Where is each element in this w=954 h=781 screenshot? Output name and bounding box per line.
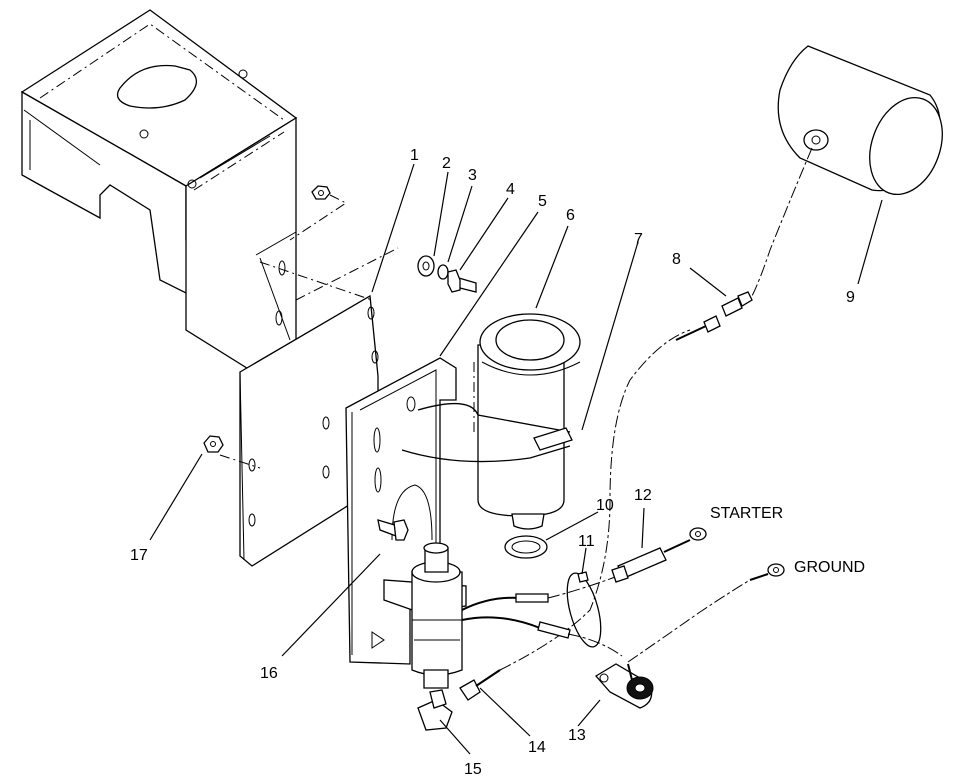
callout-6: 6 — [566, 207, 575, 224]
ground-wire — [627, 563, 785, 663]
callout-13: 13 — [568, 727, 586, 744]
fuel-filter — [473, 313, 581, 530]
fuel-tank — [751, 45, 943, 297]
callout-16: 16 — [260, 665, 278, 682]
hose-fitting — [721, 291, 753, 317]
callout-2: 2 — [442, 155, 451, 172]
wire-tie — [566, 571, 602, 648]
elbow-fitting — [417, 689, 453, 731]
lock-washer — [437, 264, 449, 280]
ground-label: GROUND — [794, 559, 865, 576]
washer — [417, 255, 435, 277]
callout-10: 10 — [596, 497, 614, 514]
cap-screw — [447, 269, 477, 293]
callout-8: 8 — [672, 251, 681, 268]
callout-5: 5 — [538, 193, 547, 210]
ground-terminal — [594, 663, 654, 709]
callout-labels: 1 2 3 4 5 6 7 8 9 10 11 12 13 14 15 16 1… — [130, 147, 865, 778]
hose-clamp — [401, 402, 573, 463]
callout-9: 9 — [846, 289, 855, 306]
solenoid-wires — [461, 575, 623, 657]
mounting-bracket — [20, 9, 298, 371]
callout-12: 12 — [634, 487, 652, 504]
nut-lower — [203, 435, 224, 453]
callout-17: 17 — [130, 547, 148, 564]
inline-connector — [611, 527, 707, 583]
callout-7: 7 — [634, 231, 643, 248]
callout-14: 14 — [528, 739, 546, 756]
starter-label: STARTER — [710, 505, 783, 522]
callout-1: 1 — [410, 147, 419, 164]
callout-11: 11 — [578, 533, 595, 550]
fuel-shutoff-solenoid — [377, 519, 467, 689]
leader-lines — [149, 163, 883, 755]
callout-3: 3 — [468, 167, 477, 184]
o-ring — [504, 535, 548, 559]
callout-15: 15 — [464, 761, 482, 778]
nut-upper — [289, 185, 347, 241]
callout-4: 4 — [506, 181, 515, 198]
